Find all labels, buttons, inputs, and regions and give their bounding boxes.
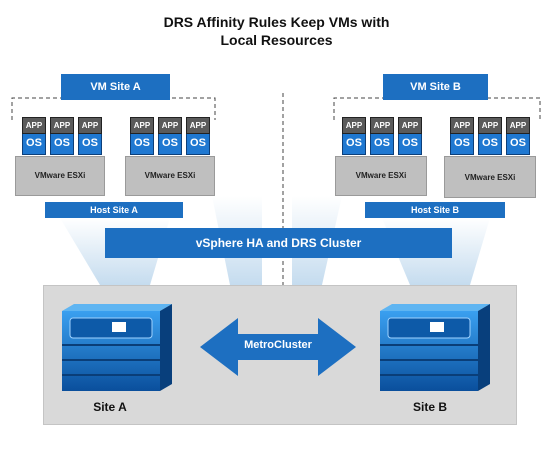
vm-app-label: APP xyxy=(22,117,46,134)
vm-os-label: OS xyxy=(130,134,154,155)
site-b-label: Site B xyxy=(412,400,447,414)
title-line-2: Local Resources xyxy=(220,32,333,48)
esxi-host-b2: VMware ESXi xyxy=(444,156,536,198)
vm-app-label: APP xyxy=(342,117,366,134)
vm-os-label: OS xyxy=(398,134,422,155)
vm-os-label: OS xyxy=(22,134,46,155)
vm-app-label: APP xyxy=(450,117,474,134)
bracket-a xyxy=(11,97,216,120)
site-a-label: Site A xyxy=(93,400,127,414)
esxi-host-b1: VMware ESXi xyxy=(335,156,427,196)
cluster-bar: vSphere HA and DRS Cluster xyxy=(105,228,452,258)
vm-app-label: APP xyxy=(370,117,394,134)
vm-app-label: APP xyxy=(398,117,422,134)
vm-os-label: OS xyxy=(478,134,502,155)
bracket-b xyxy=(333,97,541,120)
storage-array-a xyxy=(62,304,172,391)
vm-os-label: OS xyxy=(158,134,182,155)
vm-app-label: APP xyxy=(130,117,154,134)
vm-app-label: APP xyxy=(478,117,502,134)
host-site-a-label: Host Site A xyxy=(45,202,183,218)
title-line-1: DRS Affinity Rules Keep VMs with xyxy=(163,14,390,30)
vm-os-label: OS xyxy=(342,134,366,155)
metrocluster-arrow xyxy=(200,318,356,376)
vm-os-label: OS xyxy=(78,134,102,155)
vm-site-a-label: VM Site A xyxy=(61,74,170,100)
vm-os-label: OS xyxy=(186,134,210,155)
vm-app-label: APP xyxy=(158,117,182,134)
vm-app-label: APP xyxy=(50,117,74,134)
metrocluster-label: MetroCluster xyxy=(244,339,312,351)
storage-array-b xyxy=(380,304,490,391)
vm-os-label: OS xyxy=(506,134,530,155)
esxi-host-a2: VMware ESXi xyxy=(125,156,215,196)
esxi-host-a1: VMware ESXi xyxy=(15,156,105,196)
vm-site-b-label: VM Site B xyxy=(383,74,488,100)
host-site-b-label: Host Site B xyxy=(365,202,505,218)
vm-os-label: OS xyxy=(370,134,394,155)
vm-os-label: OS xyxy=(450,134,474,155)
vm-app-label: APP xyxy=(186,117,210,134)
vm-app-label: APP xyxy=(78,117,102,134)
diagram-title: DRS Affinity Rules Keep VMs with Local R… xyxy=(0,13,553,49)
vm-os-label: OS xyxy=(50,134,74,155)
vm-app-label: APP xyxy=(506,117,530,134)
